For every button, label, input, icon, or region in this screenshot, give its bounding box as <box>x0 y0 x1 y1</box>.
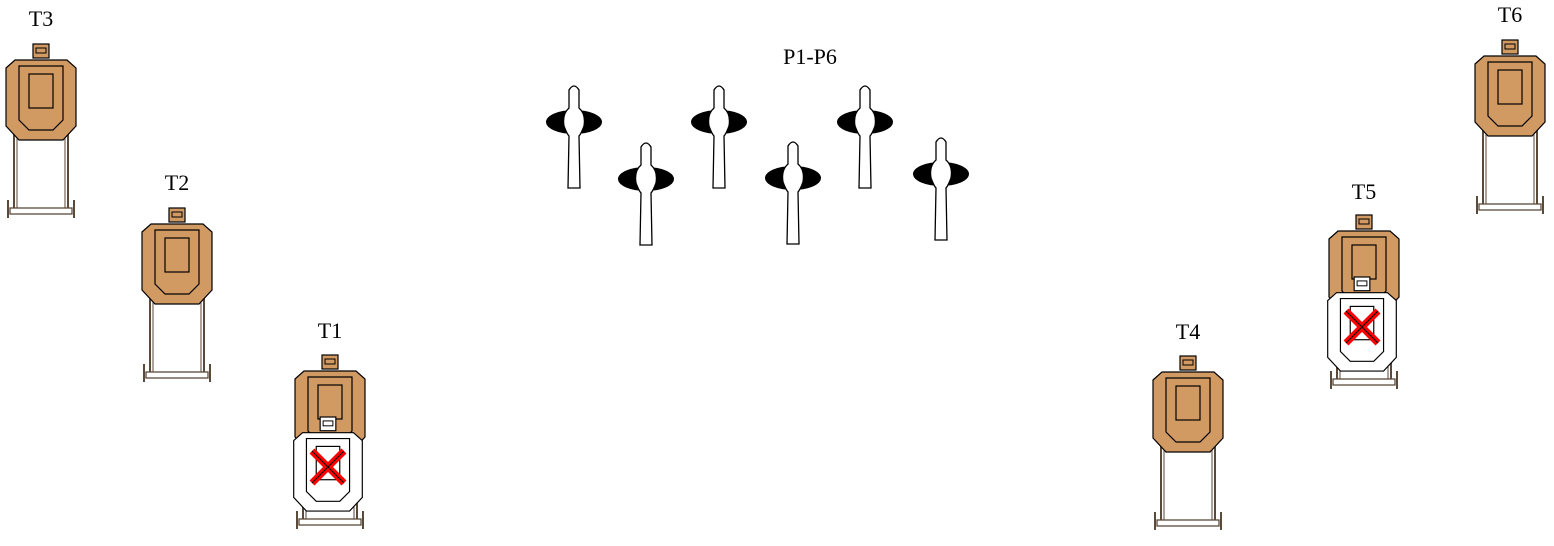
target-label: T3 <box>29 6 53 31</box>
target-t5: T5 <box>1327 179 1400 390</box>
target-t4: T4 <box>1152 319 1224 531</box>
popper-1 <box>545 85 603 189</box>
target-t3: T3 <box>5 6 77 219</box>
popper-5 <box>836 85 894 189</box>
target-stand <box>1476 127 1544 215</box>
poppers-label: P1-P6 <box>783 44 837 69</box>
cardboard-target <box>1474 39 1546 137</box>
popper-3 <box>690 85 748 189</box>
cardboard-target <box>5 43 77 141</box>
target-t1: T1 <box>293 318 366 530</box>
target-t6: T6 <box>1474 2 1546 215</box>
target-t2: T2 <box>141 170 213 383</box>
target-label: T1 <box>318 318 342 343</box>
target-stand <box>143 295 211 383</box>
popper-6 <box>912 137 970 241</box>
target-stand <box>1154 443 1222 531</box>
cardboard-target <box>141 207 213 305</box>
target-label: T6 <box>1498 2 1522 27</box>
target-label: T2 <box>165 170 189 195</box>
target-label: T4 <box>1176 319 1200 344</box>
popper-4 <box>764 141 822 245</box>
cardboard-target <box>1152 355 1224 453</box>
target-stand <box>7 131 75 219</box>
no-shoot-x-outline <box>311 450 345 484</box>
popper-2 <box>617 142 675 246</box>
no-shoot-x-outline <box>1345 310 1379 344</box>
target-label: T5 <box>1352 179 1376 204</box>
